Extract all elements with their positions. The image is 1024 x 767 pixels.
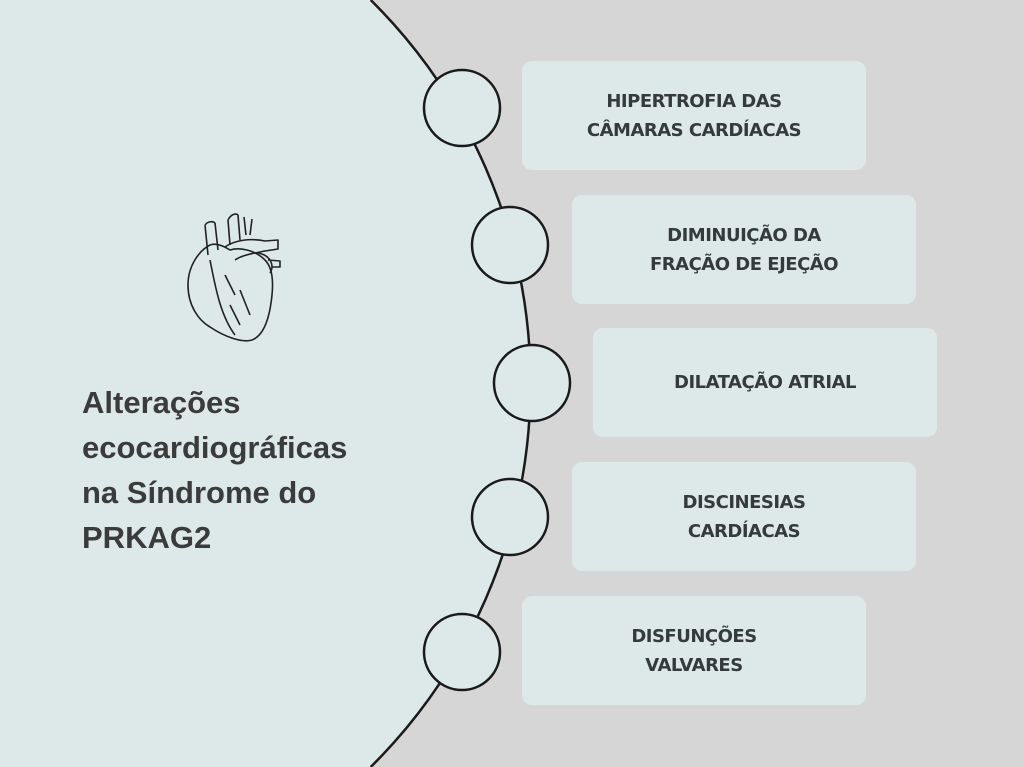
heart-icon bbox=[187, 213, 281, 342]
node-circle-4 bbox=[470, 477, 550, 557]
title-line: Alterações bbox=[82, 385, 241, 420]
node-circle-5 bbox=[422, 612, 502, 692]
node-circle-2 bbox=[470, 205, 550, 285]
item-label: HIPERTROFIA DAS bbox=[606, 90, 782, 112]
item-box-hipertrofia: HIPERTROFIA DAS CÂMARAS CARDÍACAS bbox=[522, 61, 866, 170]
item-box-disfuncoes: DISFUNÇÕES VALVARES bbox=[522, 596, 866, 705]
node-circle-3 bbox=[492, 343, 572, 423]
title-line: na Síndrome do bbox=[82, 475, 317, 510]
item-label: DILATAÇÃO ATRIAL bbox=[674, 372, 856, 393]
item-label: VALVARES bbox=[645, 654, 743, 676]
node-circle-1 bbox=[422, 68, 502, 148]
item-box-diminuicao: DIMINUIÇÃO DA FRAÇÃO DE EJEÇÃO bbox=[572, 195, 916, 304]
item-label: DISCINESIAS bbox=[682, 491, 806, 513]
item-label: DIMINUIÇÃO DA bbox=[667, 224, 821, 246]
title-line: ecocardiográficas bbox=[82, 430, 348, 465]
item-box-dilatacao: DILATAÇÃO ATRIAL bbox=[593, 328, 937, 437]
title-line: PRKAG2 bbox=[82, 520, 212, 555]
item-label: DISFUNÇÕES bbox=[631, 625, 757, 647]
diagram-title: Alterações ecocardiográficas na Síndrome… bbox=[82, 380, 422, 560]
item-box-discinesias: DISCINESIAS CARDÍACAS bbox=[572, 462, 916, 571]
item-label: CARDÍACAS bbox=[687, 520, 801, 542]
item-label: FRAÇÃO DE EJEÇÃO bbox=[649, 253, 839, 275]
item-label: CÂMARAS CARDÍACAS bbox=[586, 119, 802, 141]
left-panel bbox=[0, 0, 531, 767]
